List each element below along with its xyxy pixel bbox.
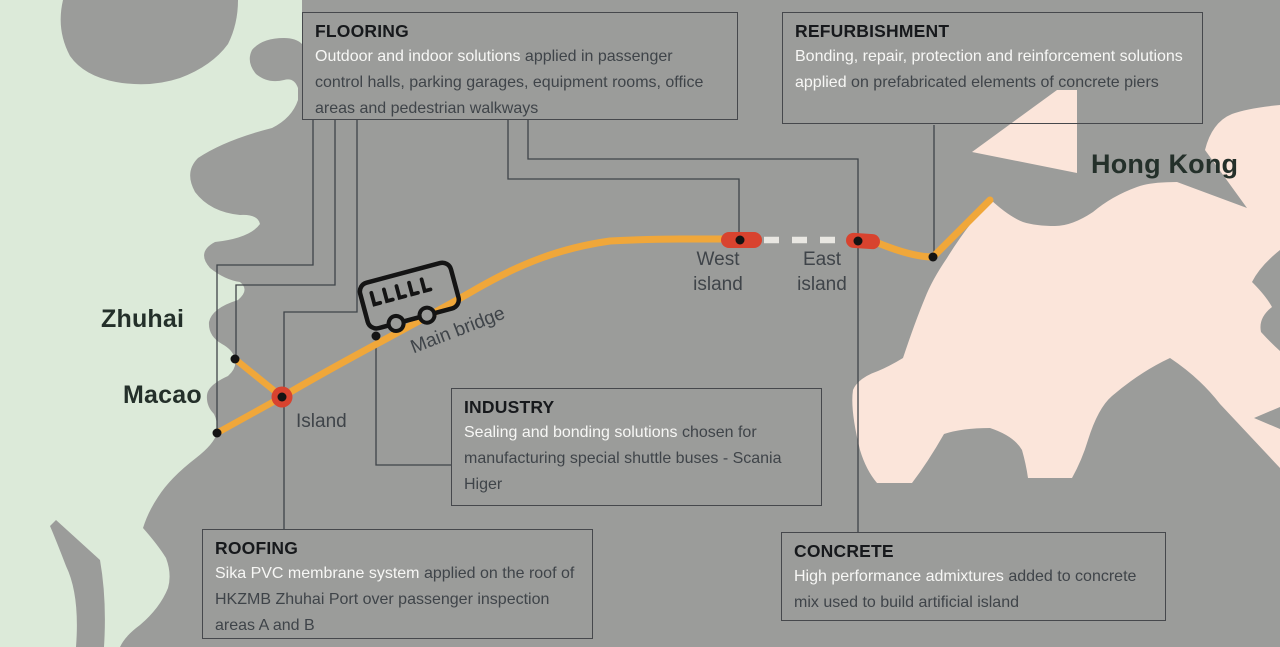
connector-flooring-zhuhai bbox=[235, 120, 336, 356]
callout-flooring-title: FLOORING bbox=[315, 21, 409, 41]
connector-flooring-west-island bbox=[507, 120, 740, 237]
callout-refurbishment-highlight: Bonding, repair, protection and reinforc… bbox=[795, 48, 1183, 91]
islet-bottom-left bbox=[50, 520, 105, 647]
connector-flooring-macao bbox=[216, 120, 314, 430]
callout-flooring-rest: applied in passenger control halls, park… bbox=[315, 48, 704, 117]
connector-industry-bus bbox=[375, 338, 451, 466]
island-junction-dot bbox=[277, 392, 287, 402]
callout-roofing-title: ROOFING bbox=[215, 538, 299, 558]
zhuhai-port-dot bbox=[230, 354, 240, 364]
callout-refurbishment: REFURBISHMENT Bonding, repair, protectio… bbox=[782, 12, 1203, 124]
endpoint-dots bbox=[212, 235, 938, 438]
callout-refurbishment-rest: on prefabricated elements of concrete pi… bbox=[846, 74, 1159, 91]
hongkong-islet-wedge bbox=[972, 90, 1077, 173]
callout-concrete: CONCRETE High performance admixtures add… bbox=[781, 532, 1166, 621]
east-island-dot bbox=[853, 236, 863, 246]
callout-roofing: ROOFING Sika PVC membrane system applied… bbox=[202, 529, 593, 639]
callout-flooring: FLOORING Outdoor and indoor solutions ap… bbox=[302, 12, 738, 120]
west-island-dot bbox=[735, 235, 745, 245]
hongkong-land bbox=[852, 105, 1280, 483]
callout-refurbishment-body: Bonding, repair, protection and reinforc… bbox=[795, 44, 1190, 96]
callout-roofing-highlight: Sika PVC membrane system bbox=[215, 565, 420, 582]
pier-dot bbox=[928, 252, 938, 262]
zhuhai-label: Zhuhai bbox=[101, 305, 185, 333]
callout-flooring-body: Outdoor and indoor solutions applied in … bbox=[315, 44, 725, 122]
callout-concrete-title: CONCRETE bbox=[794, 541, 894, 561]
callout-industry-body: Sealing and bonding solutions chosen for… bbox=[464, 420, 809, 498]
callout-concrete-rest: added to concrete mix used to build arti… bbox=[794, 568, 1137, 611]
callout-roofing-rest: applied on the roof of HKZMB Zhuhai Port… bbox=[215, 565, 575, 634]
inlet-claw bbox=[1252, 250, 1280, 351]
bus-location-dot bbox=[371, 331, 381, 341]
callout-refurbishment-title: REFURBISHMENT bbox=[795, 21, 950, 41]
callout-industry: INDUSTRY Sealing and bonding solutions c… bbox=[451, 388, 822, 506]
callout-industry-rest: chosen for manufacturing special shuttle… bbox=[464, 424, 782, 493]
island-label: Island bbox=[296, 411, 347, 432]
callout-roofing-body: Sika PVC membrane system applied on the … bbox=[215, 561, 580, 639]
bus-icon bbox=[357, 260, 462, 333]
east-island-marker bbox=[846, 232, 880, 250]
callout-industry-highlight: Sealing and bonding solutions bbox=[464, 424, 678, 441]
macao-label: Macao bbox=[123, 381, 202, 409]
hong-kong-label: Hong Kong bbox=[1091, 149, 1239, 179]
macao-port-dot bbox=[212, 428, 222, 438]
connector-flooring-east-island-concrete bbox=[527, 120, 859, 532]
west-island-label: West island bbox=[693, 249, 743, 295]
bridge-branch-macao bbox=[213, 393, 286, 437]
inlet-notch bbox=[1254, 407, 1280, 429]
callout-concrete-body: High performance admixtures added to con… bbox=[794, 564, 1153, 616]
callout-industry-title: INDUSTRY bbox=[464, 397, 555, 417]
bridge-main-span bbox=[278, 235, 730, 401]
callout-concrete-highlight: High performance admixtures bbox=[794, 568, 1004, 585]
sea-shape bbox=[120, 0, 1280, 647]
islet-top-left bbox=[60, 0, 238, 85]
callout-connectors bbox=[216, 120, 935, 532]
callout-flooring-highlight: Outdoor and indoor solutions bbox=[315, 48, 521, 65]
connector-flooring-island-roofing bbox=[283, 120, 358, 529]
east-island-label: East island bbox=[797, 249, 847, 295]
